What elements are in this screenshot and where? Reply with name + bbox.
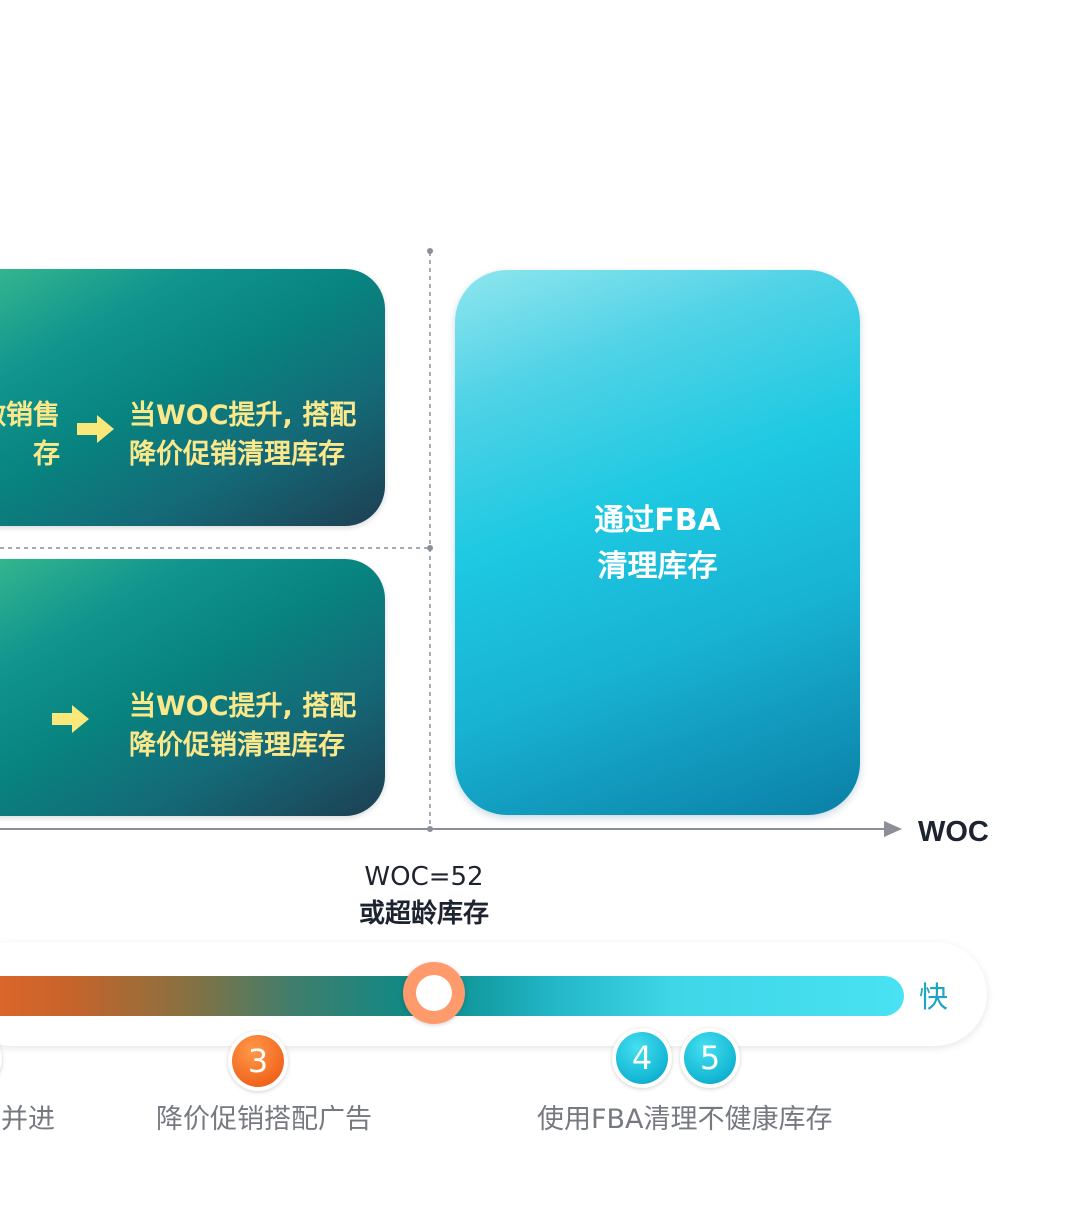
right-strategy-card: 通过FBA 清理库存 bbox=[455, 270, 860, 815]
card-line: 通过FBA bbox=[594, 503, 721, 538]
right-card-text: 通过FBA 清理库存 bbox=[455, 498, 860, 590]
step-number: 4 bbox=[616, 1032, 668, 1084]
card-line: 清理库存 bbox=[597, 549, 718, 584]
woc-threshold-note: 或超龄库存 bbox=[358, 899, 489, 929]
partial-step-label: 并进 bbox=[1, 1104, 55, 1135]
fast-label: 快 bbox=[919, 980, 949, 1014]
horizontal-divider-dot bbox=[427, 545, 433, 551]
card-line: 降价促销清理库存 bbox=[129, 439, 345, 470]
top-left-card-left-text: 做销售 存 bbox=[0, 396, 60, 474]
card-line: 当WOC提升, 搭配 bbox=[129, 400, 357, 431]
partial-step-bubble bbox=[0, 1029, 2, 1089]
speed-bar-marker bbox=[403, 962, 465, 1024]
step-number: 5 bbox=[684, 1032, 736, 1084]
card-line: 当WOC提升, 搭配 bbox=[129, 691, 357, 722]
step-4-bubble: 4 bbox=[612, 1028, 672, 1088]
vertical-divider-top-dot bbox=[427, 248, 433, 254]
right-arrow-icon bbox=[77, 415, 114, 443]
woc-threshold-value: WOC=52 bbox=[364, 862, 484, 892]
top-left-strategy-card: 做销售 存 当WOC提升, 搭配 降价促销清理库存 bbox=[0, 269, 385, 526]
step-3-label: 降价促销搭配广告 bbox=[156, 1104, 372, 1135]
bottom-left-card-right-text: 当WOC提升, 搭配 降价促销清理库存 bbox=[129, 687, 356, 765]
step-number: 3 bbox=[232, 1035, 284, 1087]
step-3-bubble: 3 bbox=[228, 1031, 288, 1091]
step-4-5-label: 使用FBA清理不健康库存 bbox=[537, 1104, 833, 1135]
card-line: 做销售 bbox=[0, 400, 60, 431]
card-line: 降价促销清理库存 bbox=[129, 730, 345, 761]
x-axis-label: WOC bbox=[918, 816, 989, 848]
step-5-bubble: 5 bbox=[680, 1028, 740, 1088]
top-left-card-right-text: 当WOC提升, 搭配 降价促销清理库存 bbox=[129, 396, 356, 474]
card-line: 存 bbox=[33, 439, 60, 470]
bottom-left-strategy-card: 库 当WOC提升, 搭配 降价促销清理库存 bbox=[0, 559, 385, 816]
axis-origin-dot bbox=[427, 826, 433, 832]
right-arrow-icon bbox=[52, 705, 89, 733]
